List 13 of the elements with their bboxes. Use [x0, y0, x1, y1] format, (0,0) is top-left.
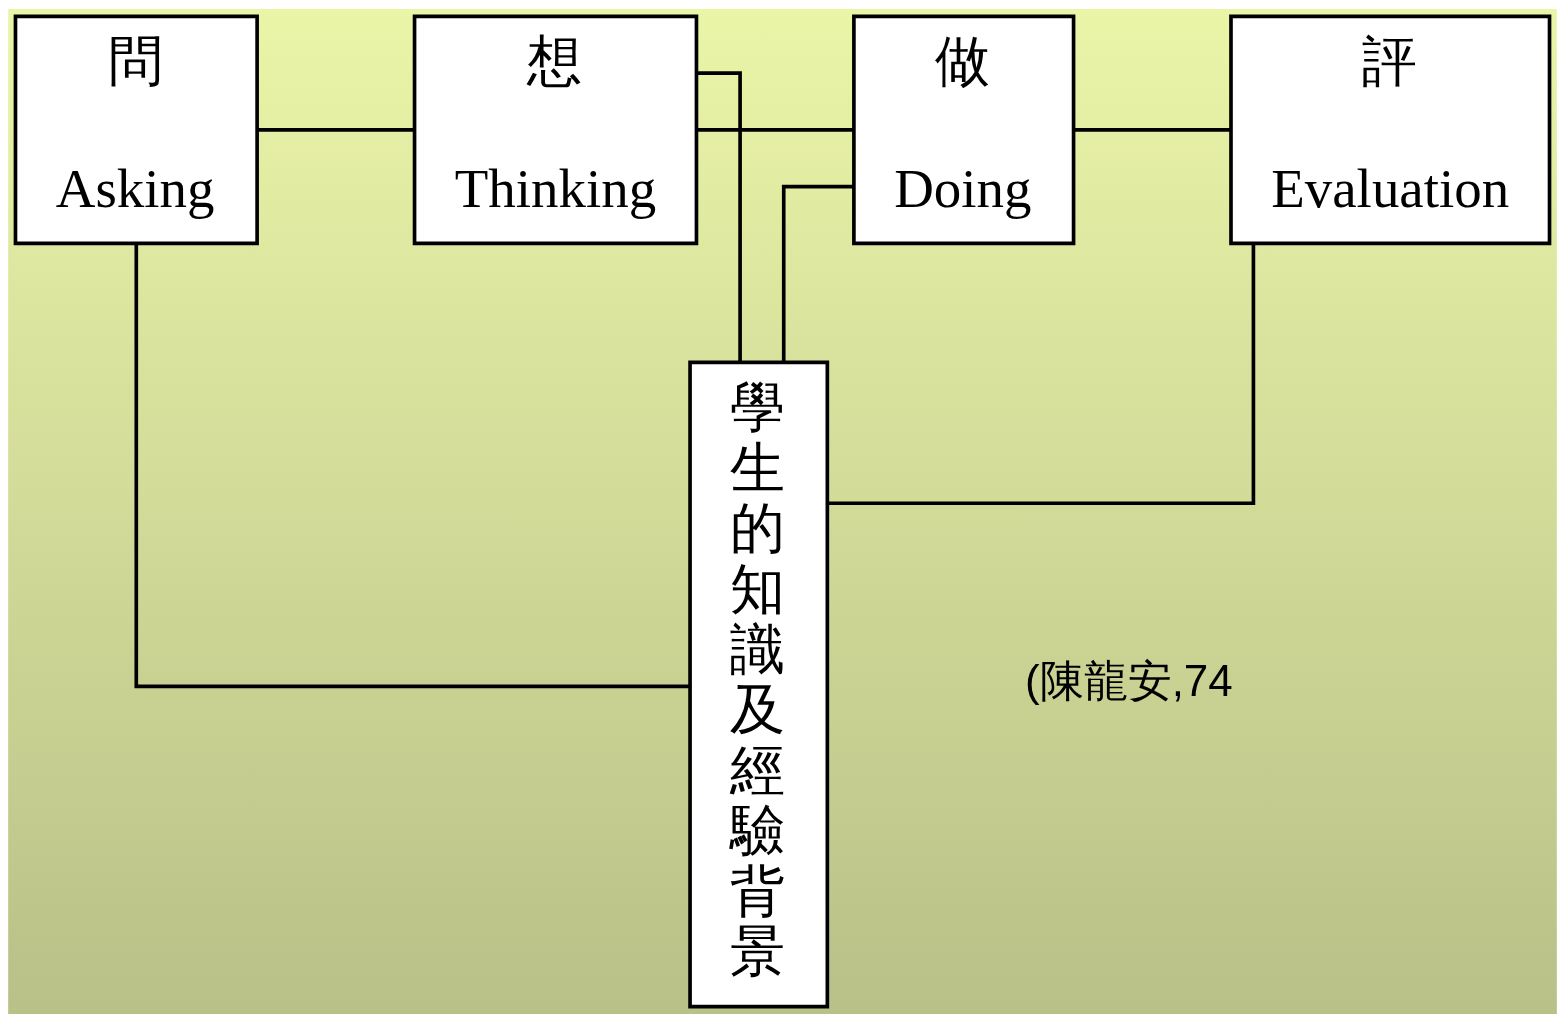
node-box: 問 Asking — [13, 14, 259, 245]
node-box: 做 Doing — [852, 14, 1076, 245]
node-box: 評 Evaluation — [1229, 14, 1552, 245]
connector — [257, 127, 414, 132]
node-box: 想 Thinking — [412, 14, 699, 245]
connector — [827, 242, 1256, 505]
connector — [1073, 127, 1231, 132]
label: (陳龍安,74 — [1025, 655, 1233, 705]
connector — [696, 70, 742, 362]
node-box: 學生的知識及經驗背景 — [688, 360, 830, 1008]
connector — [781, 184, 854, 362]
connector — [134, 243, 690, 688]
connector — [696, 127, 854, 132]
